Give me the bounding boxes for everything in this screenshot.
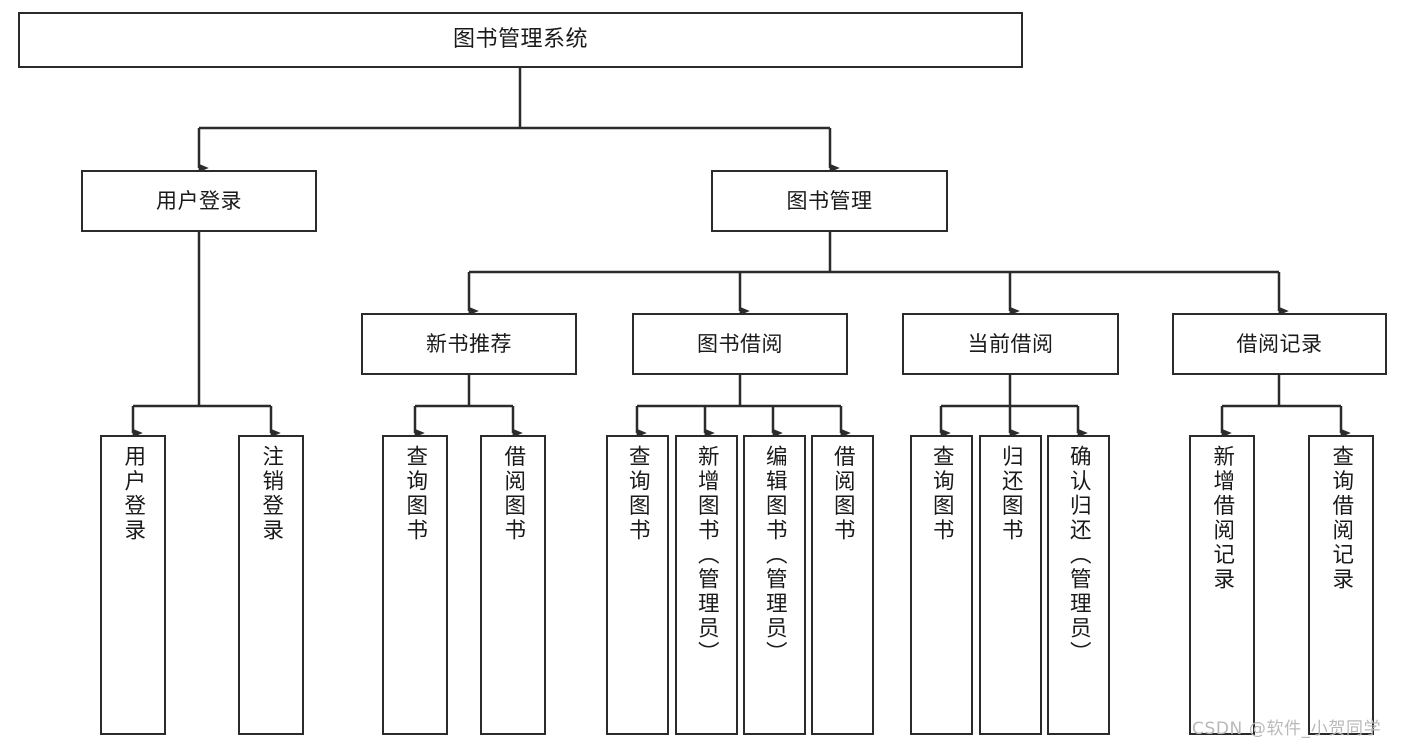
leaf-record-add-record[interactable]: 新增借阅记录 [1189, 435, 1255, 735]
leaf-borrow-edit-book-admin[interactable]: 编辑图书（管理员） [743, 435, 806, 735]
node-label: 用户登录 [156, 188, 242, 213]
node-label: 借阅图书 [830, 445, 856, 543]
node-label: 新增图书（管理员） [694, 445, 720, 666]
node-label: 归还图书 [998, 445, 1024, 543]
node-new-book-recommend[interactable]: 新书推荐 [361, 313, 577, 375]
leaf-current-query-book[interactable]: 查询图书 [910, 435, 973, 735]
leaf-recommend-borrow-book[interactable]: 借阅图书 [480, 435, 546, 735]
node-user-login[interactable]: 用户登录 [81, 170, 317, 232]
node-label: 查询图书 [625, 445, 651, 543]
node-current-borrow[interactable]: 当前借阅 [902, 313, 1119, 375]
node-label: 注销登录 [258, 445, 284, 543]
node-label: 当前借阅 [967, 331, 1054, 356]
leaf-recommend-query-book[interactable]: 查询图书 [382, 435, 448, 735]
csdn-watermark: CSDN @软件_小贺同学 [1192, 719, 1382, 739]
node-label: 新书推荐 [426, 331, 512, 356]
leaf-current-return-book[interactable]: 归还图书 [979, 435, 1042, 735]
leaf-record-query-record[interactable]: 查询借阅记录 [1308, 435, 1374, 735]
node-root-system[interactable]: 图书管理系统 [18, 12, 1023, 68]
leaf-borrow-query-book[interactable]: 查询图书 [606, 435, 669, 735]
leaf-user-logout[interactable]: 注销登录 [238, 435, 304, 735]
node-label: 新增借阅记录 [1209, 445, 1235, 592]
leaf-borrow-add-book-admin[interactable]: 新增图书（管理员） [675, 435, 738, 735]
node-label: 查询图书 [929, 445, 955, 543]
leaf-borrow-borrow-book[interactable]: 借阅图书 [811, 435, 874, 735]
node-borrow-record[interactable]: 借阅记录 [1172, 313, 1387, 375]
node-label: 借阅记录 [1236, 331, 1323, 356]
node-book-management[interactable]: 图书管理 [711, 170, 948, 232]
node-label: 用户登录 [120, 445, 146, 543]
node-label: 编辑图书（管理员） [762, 445, 788, 666]
leaf-user-login[interactable]: 用户登录 [100, 435, 166, 735]
node-label: 图书管理系统 [452, 27, 588, 53]
node-book-borrow[interactable]: 图书借阅 [632, 313, 848, 375]
leaf-current-confirm-return-admin[interactable]: 确认归还（管理员） [1047, 435, 1110, 735]
node-label: 图书管理 [786, 188, 873, 213]
node-label: 借阅图书 [500, 445, 526, 543]
node-label: 查询借阅记录 [1328, 445, 1354, 592]
node-label: 图书借阅 [697, 331, 783, 356]
node-label: 查询图书 [402, 445, 428, 543]
node-label: 确认归还（管理员） [1066, 445, 1092, 666]
